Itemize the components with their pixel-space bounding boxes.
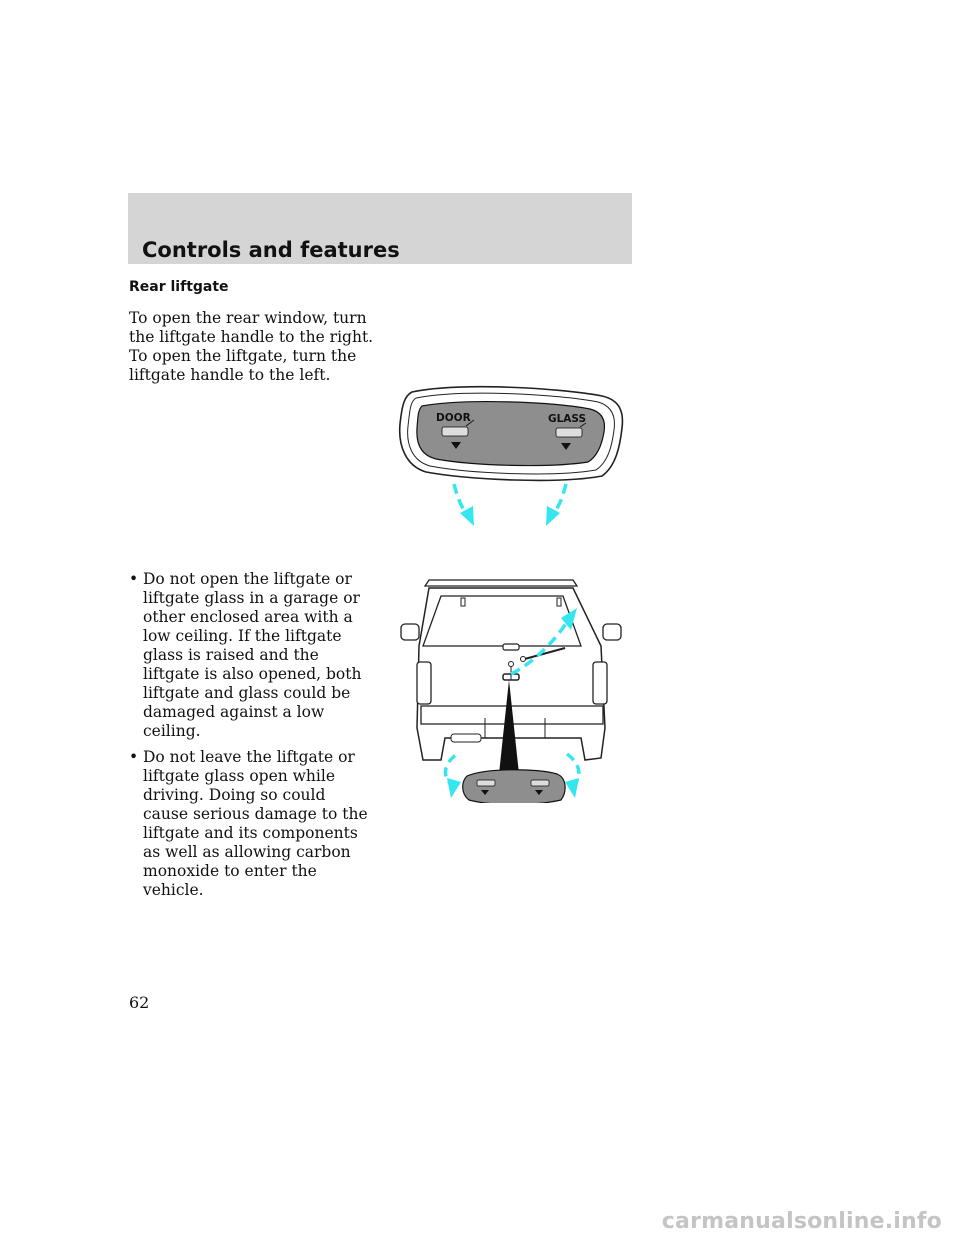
glass-down-arrow-icon: [561, 443, 571, 450]
door-car-icon-small: [476, 779, 496, 795]
turn-left-arrow-icon: [452, 483, 474, 526]
paragraph-open-liftgate: To open the liftgate, turn the liftgate …: [129, 347, 357, 384]
glass-label: GLASS: [548, 413, 586, 425]
turn-right-arrow-icon: [546, 483, 568, 526]
bullet-icon: •: [129, 570, 139, 588]
page-section-title: Controls and features: [142, 238, 400, 262]
paragraph-open-window: To open the rear window, turn the liftga…: [129, 309, 374, 346]
liftgate-handle-figure: DOOR GLASS: [398, 385, 624, 526]
list-item: • Do not leave the liftgate or liftgate …: [129, 748, 369, 900]
page-number: 62: [129, 993, 150, 1012]
bullet-text: Do not leave the liftgate or liftgate gl…: [143, 748, 368, 899]
bullet-text: Do not open the liftgate or liftgate gla…: [143, 570, 362, 740]
glass-car-icon: [555, 422, 587, 438]
caution-bullet-list: • Do not open the liftgate or liftgate g…: [129, 570, 369, 907]
door-down-arrow-icon: [451, 442, 461, 449]
watermark: carmanualsonline.info: [661, 1209, 942, 1234]
door-label: DOOR: [436, 412, 471, 424]
section-heading: Rear liftgate: [129, 279, 229, 295]
handle-right-arrow-icon: [565, 752, 581, 798]
glass-car-icon-small: [530, 779, 550, 795]
list-item: • Do not open the liftgate or liftgate g…: [129, 570, 369, 741]
window-open-arrow-icon: [510, 608, 577, 676]
door-car-icon: [441, 419, 475, 437]
section-header-bar: Controls and features: [128, 193, 632, 264]
handle-left-arrow-icon: [443, 752, 461, 798]
bullet-icon: •: [129, 748, 139, 766]
vehicle-rear-figure: [400, 579, 622, 803]
